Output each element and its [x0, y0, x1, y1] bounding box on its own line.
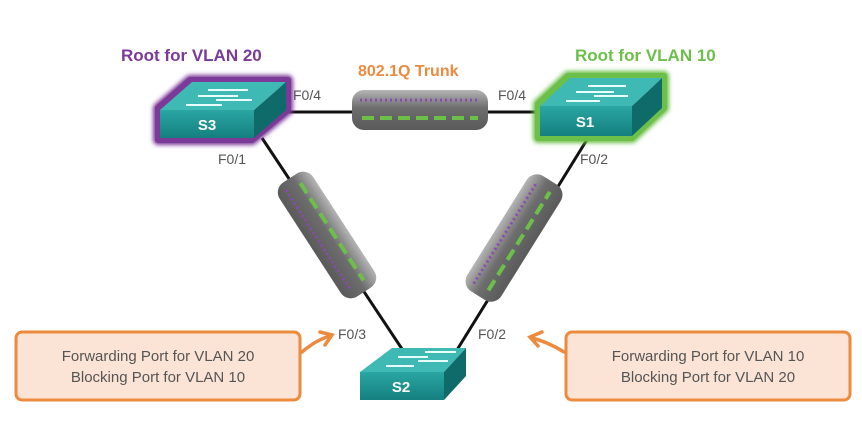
- arrow-left-icon: [300, 330, 335, 354]
- switch-label-s3: S3: [198, 117, 216, 134]
- callout-left-line2: Blocking Port for VLAN 10: [71, 369, 245, 386]
- port-s1-f0-2: F0/2: [580, 151, 608, 167]
- switch-label-s1: S1: [576, 114, 594, 131]
- port-s3-f0-4: F0/4: [293, 87, 321, 103]
- trunk-tube-left: [277, 171, 377, 299]
- callout-right-line1: Forwarding Port for VLAN 10: [612, 348, 805, 365]
- switch-arrows-icon: [566, 85, 628, 102]
- callout-left: Forwarding Port for VLAN 20 Blocking Por…: [14, 330, 302, 402]
- switch-arrows-icon: [186, 89, 252, 106]
- switch-s1[interactable]: S1: [533, 71, 669, 143]
- callout-right-line2: Blocking Port for VLAN 20: [621, 369, 795, 386]
- switch-s3[interactable]: S3: [153, 75, 293, 145]
- callout-right: Forwarding Port for VLAN 10 Blocking Por…: [564, 330, 852, 402]
- trunk-tube-right: [465, 174, 563, 302]
- trunk-label: 802.1Q Trunk: [358, 63, 459, 80]
- port-s2-f0-3: F0/3: [338, 326, 366, 342]
- trunk-tube-top: [352, 90, 488, 130]
- switch-arrows-icon: [386, 351, 456, 367]
- port-s1-f0-4: F0/4: [498, 87, 526, 103]
- port-s2-f0-2: F0/2: [478, 326, 506, 342]
- root-vlan10-label: Root for VLAN 10: [575, 46, 716, 65]
- arrow-right-icon: [527, 330, 566, 354]
- port-s3-f0-1: F0/1: [218, 151, 246, 167]
- callout-left-line1: Forwarding Port for VLAN 20: [62, 348, 255, 365]
- switch-s2[interactable]: S2: [360, 348, 466, 400]
- root-vlan20-label: Root for VLAN 20: [121, 46, 262, 65]
- switch-label-s2: S2: [392, 379, 410, 396]
